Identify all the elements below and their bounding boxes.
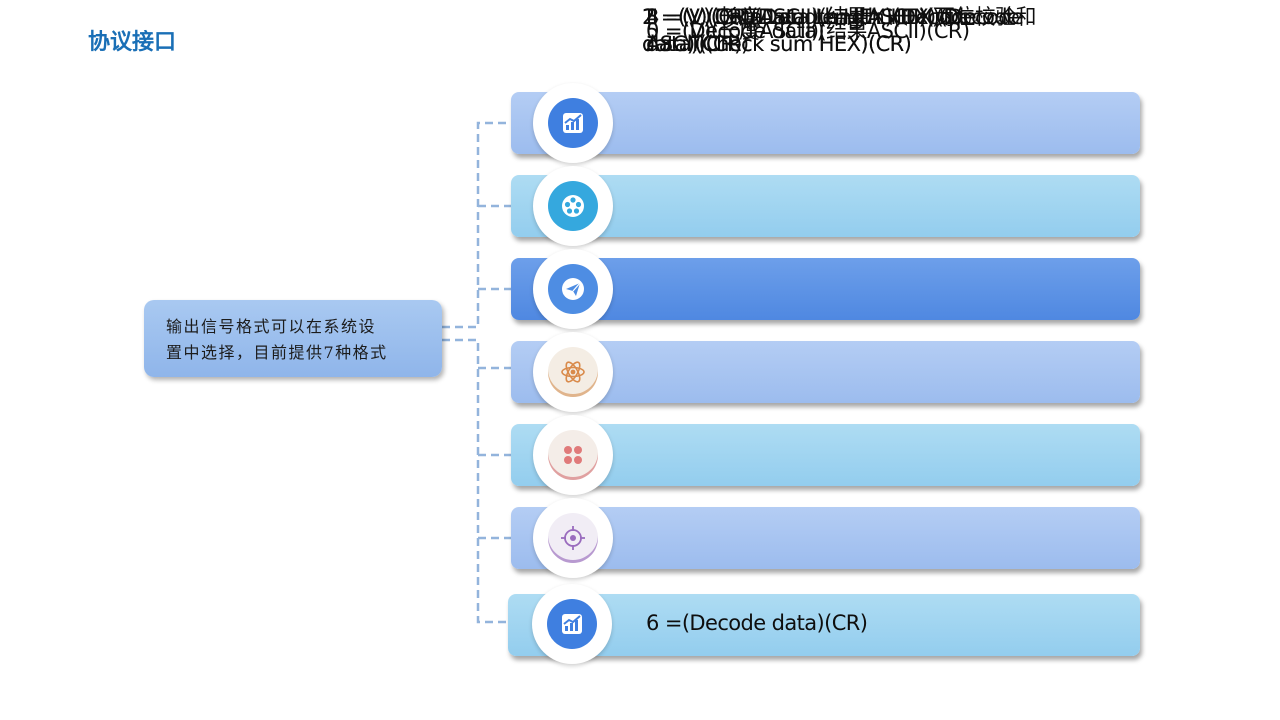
format-icon-ring-0 xyxy=(533,83,613,163)
format-bar-3 xyxy=(511,341,1140,403)
format-icon-ring-6 xyxy=(532,584,612,664)
crosshair-icon xyxy=(548,513,598,563)
connector-trunk-lower xyxy=(442,338,510,624)
format-icon-ring-1 xyxy=(533,166,613,246)
format-bar-1 xyxy=(511,175,1140,237)
format-label-6: 6 =(Decode data)(CR) xyxy=(646,610,868,635)
format-label-4: 4 =(V)(长度ASCII)(结果ASCII)(两位校验和 ASCII)(CR… xyxy=(646,5,1036,56)
format-icon-ring-5 xyxy=(533,498,613,578)
format-bar-2 xyxy=(511,258,1140,320)
trend-chart-icon xyxy=(547,599,597,649)
format-icon-ring-3 xyxy=(533,332,613,412)
format-label-2: 2 =(V)(CR)(Data Length HEX)(Decode data)… xyxy=(642,5,1020,56)
page-title: 协议接口 xyxy=(88,30,177,55)
summary-line-2: 置中选择，目前提供7种格式 xyxy=(166,343,388,362)
connector-trunk xyxy=(442,121,512,329)
format-label-3: 3 =(V)(CR)(Data Length HEX)(Decode data)… xyxy=(646,5,1024,56)
format-bar-4 xyxy=(511,424,1140,486)
format-icon-ring-4 xyxy=(533,415,613,495)
format-bar-0 xyxy=(511,92,1140,154)
atom-icon xyxy=(548,347,598,397)
paper-plane-icon xyxy=(548,264,598,314)
trend-chart-icon xyxy=(548,98,598,148)
format-label-0: 0 =(Decode data) xyxy=(646,18,825,43)
clover-icon xyxy=(548,430,598,480)
format-label-5: 5 =(V)(长度ASCII)(结果ASCII)(CR) xyxy=(646,18,970,43)
film-reel-icon xyxy=(548,181,598,231)
summary-line-1: 输出信号格式可以在系统设 xyxy=(166,317,377,336)
format-bar-6 xyxy=(508,594,1140,656)
format-bar-5 xyxy=(511,507,1140,569)
format-icon-ring-2 xyxy=(533,249,613,329)
format-label-1: 1 =(V)(Data Length HEX)(Decode data)(Che… xyxy=(642,5,977,56)
summary-box: 输出信号格式可以在系统设 置中选择，目前提供7种格式 xyxy=(144,300,442,377)
